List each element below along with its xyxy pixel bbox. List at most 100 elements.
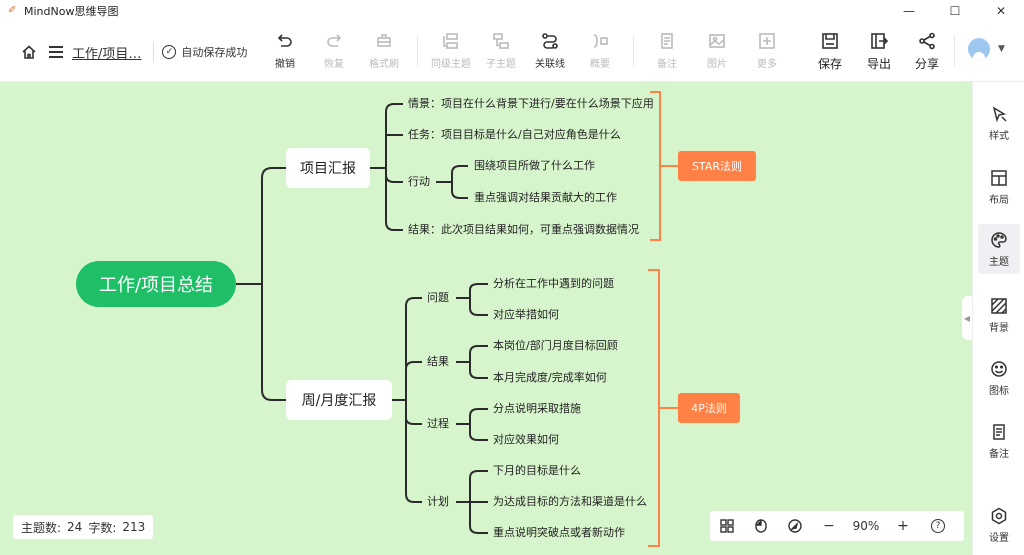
- export-label: 导出: [866, 57, 891, 71]
- undo-icon: [274, 30, 296, 52]
- child-topic-icon: [490, 30, 512, 52]
- stats-panel: 主题数: 24 字数: 213: [13, 515, 154, 539]
- save-icon: [819, 30, 841, 52]
- sidebar-item-layout[interactable]: 布局: [978, 162, 1020, 212]
- leaf-topic[interactable]: 围绕项目所做了什么工作: [474, 159, 595, 172]
- minimize-icon[interactable]: —: [903, 4, 915, 18]
- style-icon: [989, 104, 1009, 124]
- save-label: 保存: [817, 57, 842, 71]
- mouse-icon[interactable]: [744, 519, 778, 533]
- image-button[interactable]: 图片: [695, 30, 739, 74]
- leaf-topic[interactable]: 结果: [427, 355, 449, 368]
- word-count: 213: [122, 520, 146, 534]
- window-controls: — ☐ ✕: [886, 0, 1024, 22]
- leaf-topic[interactable]: 分析在工作中遇到的问题: [493, 277, 614, 290]
- zoom-out-button[interactable]: −: [823, 518, 835, 534]
- leaf-topic[interactable]: 计划: [427, 495, 449, 508]
- leaf-topic[interactable]: 重点强调对结果贡献大的工作: [474, 191, 617, 204]
- sidebar-item-label: 样式: [989, 131, 1009, 142]
- document-title[interactable]: 工作/项目…: [72, 46, 142, 62]
- note-label: 备注: [657, 59, 677, 70]
- redo-button[interactable]: 恢复: [312, 30, 356, 74]
- sidebar-item-label: 布局: [989, 195, 1009, 206]
- root-topic[interactable]: 工作/项目总结: [76, 261, 236, 307]
- relation-line-label: 关联线: [535, 59, 565, 70]
- leaf-topic[interactable]: 任务：项目目标是什么/自己对应角色是什么: [408, 128, 621, 141]
- note-button[interactable]: 备注: [645, 30, 689, 74]
- grid-icon[interactable]: [710, 519, 744, 533]
- more-button[interactable]: 更多: [745, 30, 789, 74]
- child-topic-label: 子主题: [486, 59, 516, 70]
- relation-line-button[interactable]: 关联线: [528, 30, 572, 74]
- note-icon: [989, 422, 1009, 442]
- summary-tag[interactable]: STAR法则: [678, 151, 756, 181]
- leaf-topic[interactable]: 过程: [427, 417, 449, 430]
- check-circle-icon: ✓: [162, 45, 177, 59]
- home-icon[interactable]: [20, 43, 38, 61]
- redo-label: 恢复: [324, 59, 344, 70]
- relation-line-icon: [539, 30, 561, 52]
- leaf-topic[interactable]: 结果：此次项目结果如何，可重点强调数据情况: [408, 223, 639, 236]
- leaf-topic[interactable]: 情景：项目在什么背景下进行/要在什么场景下应用: [408, 97, 654, 110]
- summary-tag[interactable]: 4P法则: [678, 393, 740, 423]
- branch-topic[interactable]: 项目汇报: [286, 148, 370, 188]
- sibling-topic-button[interactable]: 同级主题: [429, 30, 473, 74]
- leaf-topic[interactable]: 重点说明突破点或者新动作: [493, 526, 625, 539]
- palette-icon: [989, 230, 1009, 250]
- save-status-text: 自动保存成功: [181, 46, 248, 59]
- leaf-topic[interactable]: 行动: [408, 175, 430, 188]
- chevron-down-icon[interactable]: ▼: [998, 44, 1005, 54]
- sibling-topic-label: 同级主题: [431, 59, 471, 70]
- topic-count-label: 主题数:: [21, 520, 62, 535]
- layout-icon: [989, 168, 1009, 188]
- sidebar-item-label: 备注: [989, 449, 1009, 460]
- summary-button[interactable]: 概要: [578, 30, 622, 74]
- leaf-topic[interactable]: 对应效果如何: [493, 433, 559, 446]
- sidebar-item-theme[interactable]: 主题: [978, 224, 1020, 274]
- export-button[interactable]: 导出: [857, 30, 901, 74]
- leaf-topic[interactable]: 下月的目标是什么: [493, 464, 581, 477]
- summary-icon: [589, 30, 611, 52]
- format-brush-label: 格式刷: [369, 59, 399, 70]
- sidebar-item-label: 图标: [989, 386, 1009, 397]
- format-brush-button[interactable]: 格式刷: [362, 30, 406, 74]
- sidebar-item-settings[interactable]: 设置: [978, 500, 1020, 550]
- share-button[interactable]: 分享: [905, 30, 949, 74]
- sidebar-item-label: 背景: [989, 323, 1009, 334]
- sidebar-item-icon[interactable]: 图标: [978, 353, 1020, 403]
- connector-lines: [236, 91, 678, 547]
- leaf-topic[interactable]: 本月完成度/完成率如何: [493, 371, 607, 384]
- title-bar: ✐ MindNow思维导图 — ☐ ✕: [0, 0, 1024, 22]
- child-topic-button[interactable]: 子主题: [479, 30, 523, 74]
- close-icon[interactable]: ✕: [995, 4, 1007, 18]
- redo-icon: [323, 30, 345, 52]
- sidebar-item-label: 主题: [989, 257, 1009, 268]
- locate-icon[interactable]: [778, 519, 812, 533]
- undo-button[interactable]: 撤销: [263, 30, 307, 74]
- mindmap-canvas[interactable]: 工作/项目总结 项目汇报 周/月度汇报 情景：项目在什么背景下进行/要在什么场景…: [0, 82, 972, 555]
- save-button[interactable]: 保存: [808, 30, 852, 74]
- leaf-topic[interactable]: 问题: [427, 291, 449, 304]
- sidebar-item-note[interactable]: 备注: [978, 416, 1020, 466]
- maximize-icon[interactable]: ☐: [949, 4, 961, 18]
- gear-icon: [989, 506, 1009, 526]
- branch-topic[interactable]: 周/月度汇报: [286, 380, 392, 420]
- menu-icon[interactable]: [48, 44, 64, 60]
- leaf-topic[interactable]: 本岗位/部门月度目标回顾: [493, 339, 618, 352]
- leaf-topic[interactable]: 分点说明采取措施: [493, 402, 581, 415]
- more-label: 更多: [757, 59, 777, 70]
- collapse-panel-icon[interactable]: ◀: [962, 296, 972, 340]
- avatar[interactable]: [968, 38, 990, 60]
- sidebar-item-background[interactable]: 背景: [978, 290, 1020, 340]
- background-icon: [989, 296, 1009, 316]
- divider: [633, 36, 634, 66]
- help-button[interactable]: ?: [920, 519, 956, 533]
- summary-label: 概要: [590, 59, 610, 70]
- toolbar-left: 工作/项目… ✓ 自动保存成功: [20, 40, 247, 64]
- leaf-topic[interactable]: 为达成目标的方法和渠道是什么: [493, 495, 647, 508]
- divider: [954, 36, 955, 66]
- toolbar: 工作/项目… ✓ 自动保存成功 撤销 恢复 格式刷 同级主题 子主题: [0, 22, 1024, 82]
- zoom-in-button[interactable]: +: [897, 518, 909, 534]
- sidebar-item-style[interactable]: 样式: [978, 98, 1020, 148]
- leaf-topic[interactable]: 对应举措如何: [493, 308, 559, 321]
